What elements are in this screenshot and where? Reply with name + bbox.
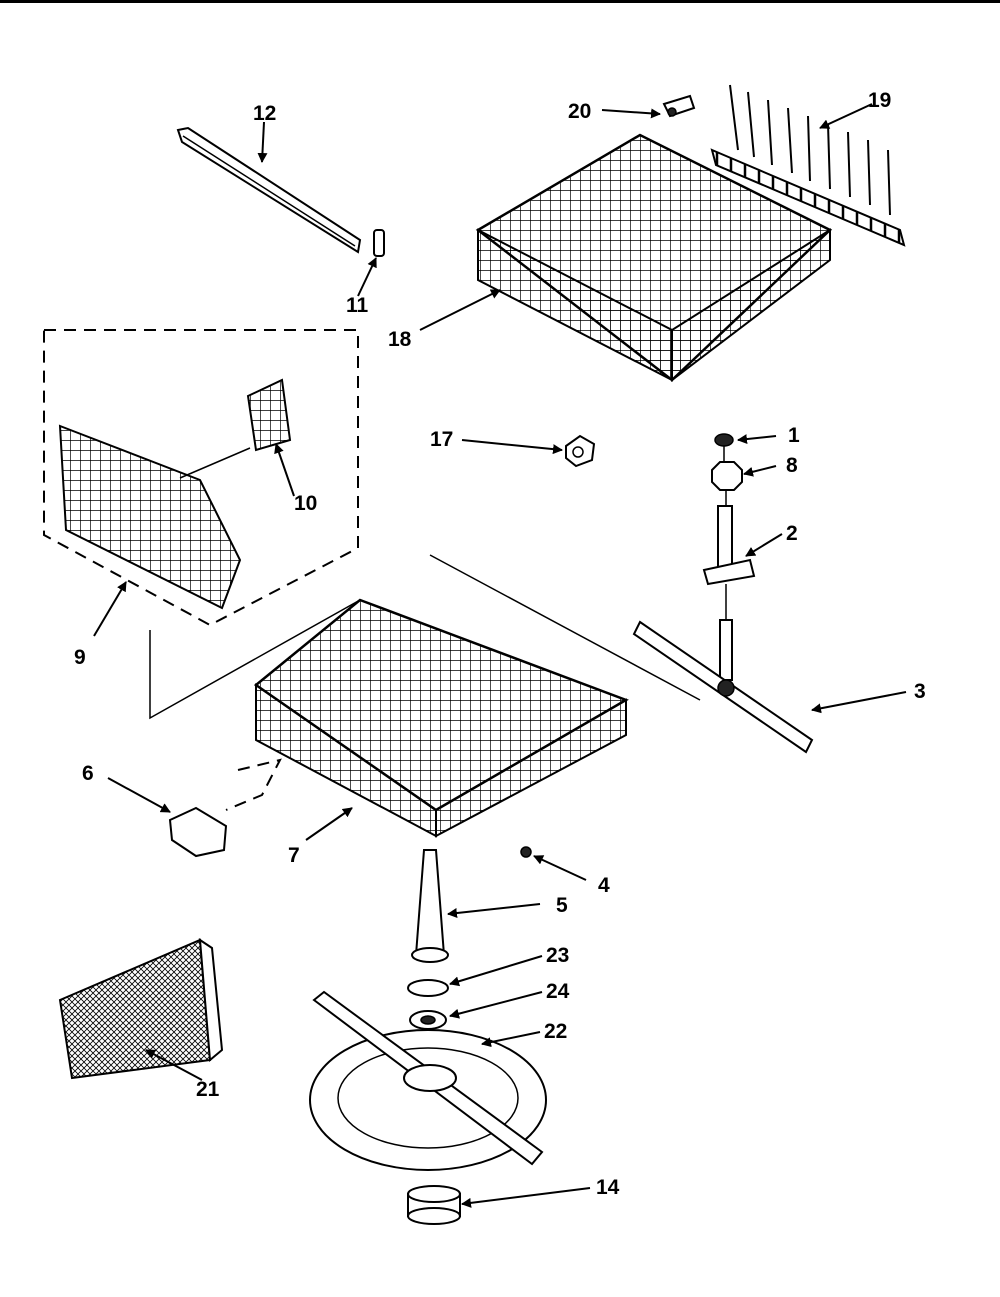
part-18-upper-rack: [475, 133, 833, 383]
part-23-washer: [407, 979, 449, 997]
label-part-4: 4: [598, 874, 610, 897]
label-part-20: 20: [568, 100, 591, 123]
part-5-spray-tube: [411, 849, 449, 963]
label-part-9: 9: [74, 646, 86, 669]
part-3-upper-spray-arm: [632, 619, 814, 754]
part-21-basket: [58, 938, 224, 1080]
part-6-roller: [168, 758, 282, 858]
part-11-end-cap: [373, 229, 385, 257]
part-10-basket-cover: [246, 378, 292, 452]
label-part-8: 8: [786, 454, 798, 477]
leader-lines: [93, 103, 907, 1208]
part-19-tine-row: [710, 84, 906, 247]
label-part-1: 1: [788, 424, 800, 447]
part-7-lower-rack: [149, 554, 701, 838]
part-24-bearing: [409, 1010, 447, 1030]
label-part-24: 24: [546, 980, 570, 1003]
part-14-filter-ring: [407, 1185, 461, 1225]
part-1-washer: [714, 433, 734, 447]
label-part-18: 18: [388, 328, 412, 351]
part-8-nut: [711, 461, 743, 491]
part-17-clip: [565, 434, 596, 468]
label-part-22: 22: [544, 1020, 567, 1043]
label-part-5: 5: [556, 894, 568, 917]
part-4-washer: [520, 846, 532, 858]
label-part-2: 2: [786, 522, 798, 545]
part-20-clip: [662, 94, 696, 118]
part-number-labels: 12 11 20 19 18 17 1 8 2 3 10 9 6 7 4 5 2…: [74, 89, 926, 1199]
label-part-11: 11: [346, 294, 369, 317]
label-part-23: 23: [546, 944, 569, 967]
part-12-rack-rail: [176, 126, 362, 254]
label-part-7: 7: [288, 844, 300, 867]
label-part-21: 21: [196, 1078, 220, 1101]
part-9-basket-group: [43, 329, 359, 627]
label-part-10: 10: [294, 492, 317, 515]
part-2-manifold: [702, 505, 756, 586]
header-remnant: [0, 0, 1000, 3]
label-part-12: 12: [253, 102, 276, 125]
label-part-19: 19: [868, 89, 891, 112]
label-part-17: 17: [430, 428, 453, 451]
part-22-lower-spray-arm: [309, 990, 547, 1171]
label-part-3: 3: [914, 680, 926, 703]
label-part-6: 6: [82, 762, 94, 785]
label-part-14: 14: [596, 1176, 620, 1199]
